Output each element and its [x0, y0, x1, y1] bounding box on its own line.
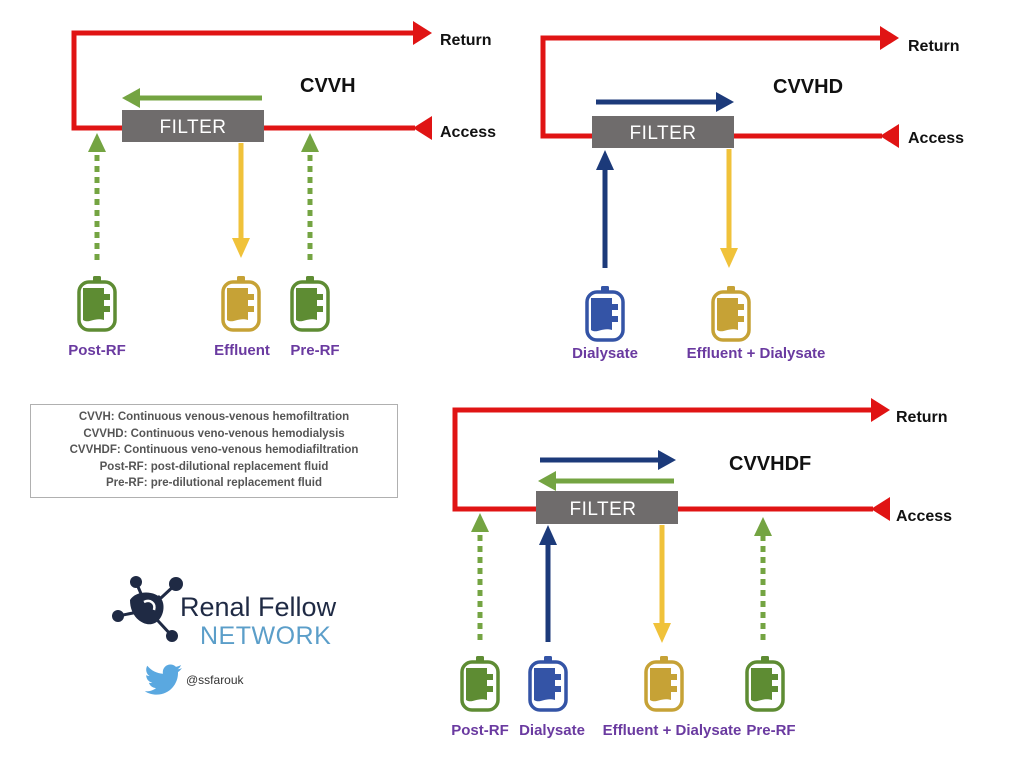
bag-label: Dialysate [572, 345, 638, 362]
post-rf-bag-icon [460, 654, 500, 712]
access-label: Access [896, 508, 952, 525]
filter-label: FILTER [569, 499, 636, 520]
abbreviation-legend: CVVH: Continuous venous-venous hemofiltr… [30, 404, 398, 498]
filter [536, 491, 678, 524]
legend-item: CVVHD: Continuous veno-venous hemodialys… [83, 427, 345, 440]
dialysate-bag-icon [528, 654, 568, 712]
ultrafiltration-arrowhead [538, 471, 556, 491]
pre-rf-bag-icon [745, 654, 785, 712]
return-arrowhead [413, 21, 432, 45]
twitter-handle: @ssfarouk [186, 673, 244, 687]
effluent-bag-icon [711, 284, 751, 342]
panel-cvvh: Return Access CVVH FILTER Post-RF Efflue… [68, 21, 496, 359]
bag-label: Pre-RF [290, 342, 339, 359]
legend-item: CVVH: Continuous venous-venous hemofiltr… [78, 411, 350, 423]
network-logo-icon [112, 576, 183, 642]
filter-label: FILTER [159, 117, 226, 138]
access-label: Access [440, 124, 496, 141]
brand-name-line1: Renal Fellow [180, 592, 337, 622]
effluent-arrowhead [232, 238, 250, 258]
return-label: Return [440, 32, 492, 49]
legend-item: Pre-RF: pre-dilutional replacement fluid [106, 477, 322, 490]
twitter-bird-icon [144, 664, 182, 695]
access-arrowhead [871, 497, 890, 521]
panel-cvvhd: Return Access CVVHD FILTER Dialysate Eff… [540, 26, 964, 362]
filter-label: FILTER [629, 123, 696, 144]
ultrafiltration-arrowhead [122, 88, 140, 108]
panel-title: CVVH [300, 75, 356, 97]
bag-label: Effluent + Dialysate [603, 722, 742, 739]
bag-label: Post-RF [451, 722, 509, 739]
legend-item: CVVHDF: Continuous veno-venous hemodiafi… [69, 444, 359, 457]
effluent-arrowhead [653, 623, 671, 643]
pre-rf-bag-icon [290, 274, 330, 332]
legend-item: Post-RF: post-dilutional replacement flu… [99, 460, 329, 473]
post-rf-arrowhead [471, 513, 489, 532]
panel-cvvhdf: Return Access CVVHDF FILTER Post-RF Dial… [451, 398, 952, 739]
dialysate-arrowhead [539, 525, 557, 545]
pre-rf-arrowhead [754, 517, 772, 536]
return-arrowhead [871, 398, 890, 422]
brand-block: Renal Fellow NETWORK @ssfarouk [100, 566, 340, 696]
bag-label: Post-RF [68, 342, 126, 359]
dialysate-arrowhead [596, 150, 614, 170]
filter [122, 110, 264, 142]
panel-title: CVVHDF [729, 453, 811, 475]
dialysate-flow-arrowhead [716, 92, 734, 112]
panel-title: CVVHD [773, 76, 843, 98]
access-arrowhead [880, 124, 899, 148]
filter [592, 116, 734, 148]
brand-name-line2: NETWORK [200, 622, 332, 650]
return-label: Return [896, 409, 948, 426]
bag-label: Pre-RF [746, 722, 795, 739]
effluent-bag-icon [221, 274, 261, 332]
effluent-bag-icon [644, 654, 684, 712]
bag-label: Effluent [214, 342, 270, 359]
access-label: Access [908, 130, 964, 147]
bag-label: Effluent + Dialysate [687, 345, 826, 362]
dialysate-flow-arrowhead [658, 450, 676, 470]
access-arrowhead [413, 116, 432, 140]
post-rf-arrowhead [88, 133, 106, 152]
pre-rf-arrowhead [301, 133, 319, 152]
effluent-arrowhead [720, 248, 738, 268]
dialysate-bag-icon [585, 284, 625, 342]
post-rf-bag-icon [77, 274, 117, 332]
return-arrowhead [880, 26, 899, 50]
return-label: Return [908, 38, 960, 55]
bag-label: Dialysate [519, 722, 585, 739]
